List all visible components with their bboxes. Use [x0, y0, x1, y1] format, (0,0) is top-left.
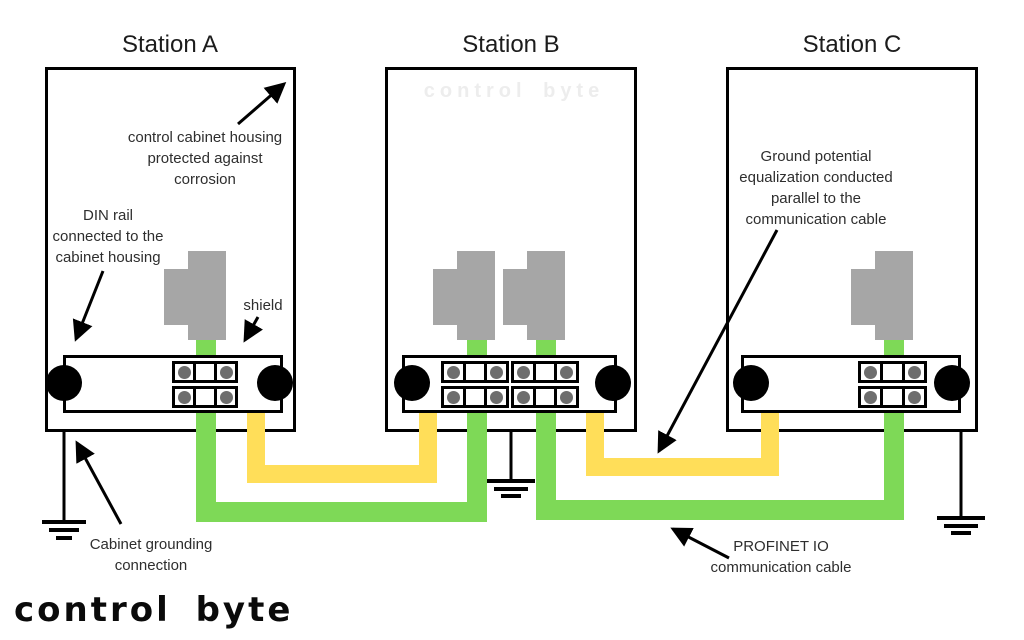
clamp-cell: [883, 364, 905, 380]
clamp-cell: [196, 364, 217, 380]
clamp-row: [172, 386, 238, 408]
green-cable-b-c-horizontal: [536, 500, 904, 520]
station-b-ground-symbol-icon: [487, 431, 535, 498]
rail-screw: [934, 365, 970, 401]
yellow-bonding-a-b-horizontal: [247, 465, 437, 483]
cabinet-grounding-annotation: Cabinet grounding connection: [89, 536, 213, 574]
clamp-cell: [175, 364, 196, 380]
clamp-cell: [883, 389, 905, 405]
clamp-cell: [514, 389, 536, 405]
watermark-logo: control byte: [423, 80, 605, 102]
station-b-connector-plug-right: [527, 251, 565, 340]
station-b-title: Station B: [462, 31, 560, 58]
clamp-row: [858, 361, 927, 383]
station-c-ground-symbol-icon: [937, 431, 985, 535]
clamp-dot: [446, 365, 460, 379]
clamp-dot: [560, 365, 574, 379]
station-b-shield-clamp-right: [511, 361, 579, 411]
station-c-connector-latch: [851, 269, 876, 325]
clamp-row: [441, 361, 509, 383]
ground-equalization-annotation: Ground potential equalization conducted …: [739, 148, 893, 228]
clamp-cell: [861, 389, 883, 405]
profinet-annotation: PROFINET IO communication cable: [710, 538, 852, 576]
station-a-shield-clamp: [172, 361, 238, 411]
clamp-dot: [908, 365, 921, 379]
clamp-cell: [514, 364, 536, 380]
clamp-dot: [864, 390, 877, 404]
cabinet-grounding-annotation-arrow: [75, 440, 123, 525]
corrosion-annotation: control cabinet housing protected agains…: [127, 129, 283, 188]
clamp-row: [511, 386, 579, 408]
clamp-dot: [446, 390, 460, 404]
yellow-bonding-station-b-left-vertical: [419, 410, 437, 483]
clamp-dot: [219, 390, 233, 404]
station-a-connector-latch: [164, 269, 189, 325]
clamp-dot: [177, 365, 191, 379]
clamp-row: [172, 361, 238, 383]
rail-screw: [733, 365, 769, 401]
clamp-cell: [487, 364, 507, 380]
clamp-cell: [444, 389, 466, 405]
yellow-bonding-station-a-vertical: [247, 410, 265, 483]
clamp-dot: [516, 390, 530, 404]
station-c-shield-clamp: [858, 361, 927, 411]
clamp-dot: [219, 365, 233, 379]
station-a-connector-plug: [188, 251, 226, 340]
rail-screw: [595, 365, 631, 401]
clamp-cell: [217, 389, 235, 405]
green-cable-a-b-horizontal: [196, 502, 487, 522]
clamp-cell: [861, 364, 883, 380]
clamp-cell: [487, 389, 507, 405]
clamp-dot: [490, 390, 504, 404]
station-a-cabinet: [45, 67, 296, 432]
clamp-cell: [905, 364, 924, 380]
clamp-cell: [217, 364, 235, 380]
din-rail-annotation: DIN rail connected to the cabinet housin…: [52, 207, 164, 266]
rail-screw: [257, 365, 293, 401]
rail-screw: [394, 365, 430, 401]
clamp-cell: [444, 364, 466, 380]
clamp-dot: [516, 365, 530, 379]
station-b-cabinet: [385, 67, 637, 432]
clamp-row: [441, 386, 509, 408]
yellow-bonding-station-c-vertical: [761, 410, 779, 476]
clamp-cell: [535, 364, 558, 380]
clamp-dot: [490, 365, 504, 379]
station-c-title: Station C: [802, 31, 902, 58]
station-b-connector-plug-left: [457, 251, 495, 340]
station-b-connector-latch-left: [433, 269, 458, 325]
clamp-cell: [465, 364, 488, 380]
rail-screw: [46, 365, 82, 401]
clamp-cell: [175, 389, 196, 405]
brand-logo: control byte: [14, 590, 294, 630]
clamp-cell: [557, 389, 577, 405]
clamp-dot: [864, 365, 877, 379]
clamp-cell: [535, 389, 558, 405]
clamp-row: [511, 361, 579, 383]
yellow-bonding-b-c-horizontal: [586, 458, 779, 476]
clamp-dot: [560, 390, 574, 404]
clamp-row: [858, 386, 927, 408]
station-b-din-rail: [402, 355, 617, 413]
station-c-connector-plug: [875, 251, 913, 340]
clamp-cell: [196, 389, 217, 405]
shield-annotation: shield: [243, 297, 283, 314]
clamp-dot: [908, 390, 921, 404]
station-c-din-rail: [741, 355, 961, 413]
station-a-ground-symbol-icon: [42, 431, 86, 540]
station-a-title: Station A: [121, 31, 219, 58]
clamp-cell: [465, 389, 488, 405]
clamp-cell: [905, 389, 924, 405]
station-b-connector-latch-right: [503, 269, 528, 325]
clamp-dot: [177, 390, 191, 404]
clamp-cell: [557, 364, 577, 380]
station-b-shield-clamp-left: [441, 361, 509, 411]
